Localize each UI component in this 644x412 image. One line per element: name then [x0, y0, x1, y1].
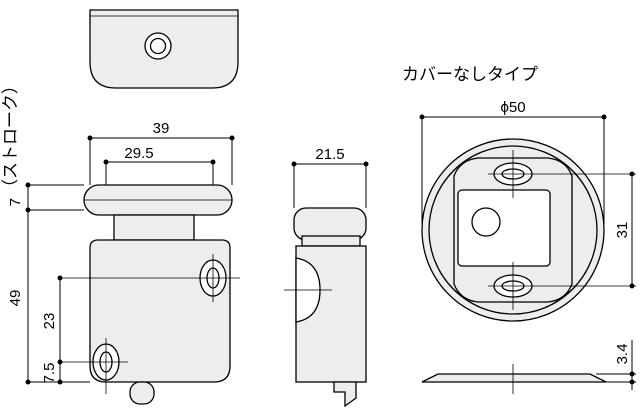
- side-neck: [301, 235, 361, 247]
- dim-3-4-dot-top: [629, 371, 635, 377]
- dim-3-4-dot-bottom: [629, 379, 635, 385]
- dim-7-dot-top: [25, 182, 31, 188]
- front-body: [89, 239, 231, 383]
- dim-31-dot-bottom: [629, 283, 635, 289]
- dim-39-dot-left: [87, 135, 93, 141]
- coverless-center-hole: [471, 207, 501, 237]
- coverless-type-title: カバーなしタイプ: [402, 65, 538, 85]
- dim-21-5-dot-right: [363, 161, 369, 167]
- dim-29-5-dot-left: [103, 159, 109, 165]
- top-view: [89, 9, 239, 89]
- side-plunger: [293, 207, 367, 241]
- stroke-label: （ストローク）: [1, 77, 21, 196]
- dim-phi50-dot-right: [601, 114, 607, 120]
- dim-23-label: 23: [41, 313, 58, 330]
- dim-31-dot-top: [629, 171, 635, 177]
- side-view: 21.5: [284, 146, 369, 408]
- front-neck: [113, 214, 195, 241]
- dim-phi50-dot-left: [419, 114, 425, 120]
- dim-39-label: 39: [153, 120, 170, 137]
- coverless-profile: [421, 373, 607, 383]
- dim-23-dot-bottom: [57, 359, 63, 365]
- dim-49-dot-bottom: [25, 379, 31, 385]
- dim-21-5-dot-left: [291, 161, 297, 167]
- front-dimensions: 39 29.5 （ストローク） 49 23 7.5: [1, 77, 235, 385]
- dim-29-5-label: 29.5: [124, 145, 153, 162]
- front-bottom-pin: [129, 381, 155, 405]
- coverless-type: カバーなしタイプ ϕ50 31: [402, 65, 636, 394]
- coverless-window: [457, 189, 551, 267]
- front-view: [60, 184, 240, 405]
- dim-7-label: 7: [7, 198, 24, 206]
- dim-3-4-label: 3.4: [614, 344, 631, 365]
- dim-phi50-label: ϕ50: [500, 99, 525, 116]
- dim-29-5-dot-right: [210, 159, 216, 165]
- dim-31-label: 31: [614, 222, 631, 239]
- dim-39-dot-right: [229, 135, 235, 141]
- dim-21-5-label: 21.5: [315, 146, 344, 163]
- dim-7-5-dot-bottom: [57, 379, 63, 385]
- dim-49-label: 49: [7, 290, 24, 307]
- dim-7-5-label: 7.5: [41, 363, 58, 384]
- side-pin: [333, 381, 357, 408]
- top-view-hole-inner: [149, 37, 167, 55]
- dim-23-dot-top: [57, 275, 63, 281]
